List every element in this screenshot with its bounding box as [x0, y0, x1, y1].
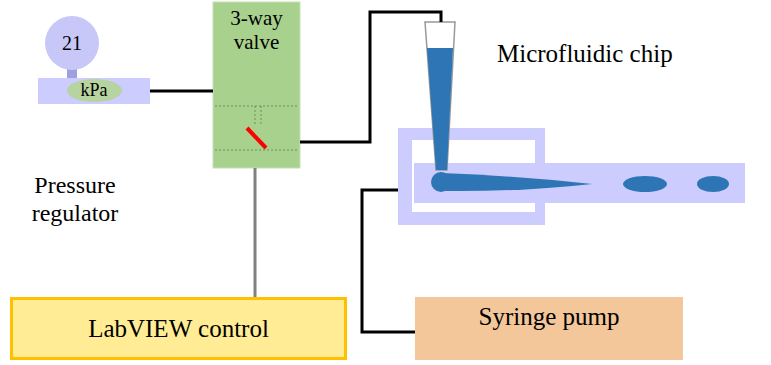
node-label: LabVIEW control	[88, 315, 269, 343]
valve-port-line	[215, 106, 298, 107]
droplet	[697, 176, 729, 192]
pipette-liquid	[427, 48, 453, 170]
valve-body	[213, 2, 300, 168]
connector-line	[254, 168, 257, 297]
node-label: Syringe pump	[479, 303, 620, 331]
pump-box: Syringe pump	[415, 297, 683, 360]
valve-switch	[247, 128, 266, 148]
gauge-dial: 21	[45, 16, 99, 70]
valve-port-line	[215, 150, 298, 151]
valve-port-line	[255, 106, 256, 126]
valve-box: 3-way valve	[213, 2, 300, 168]
connector-line	[362, 190, 415, 332]
pipette-tip	[425, 22, 455, 170]
node-caption: Pressure regulator	[13, 172, 137, 227]
valve-port-line	[261, 106, 262, 126]
connector-line	[300, 12, 441, 142]
control-box: LabVIEW control	[10, 297, 347, 360]
node-label: 21	[62, 32, 82, 55]
node-label: Microfluidic chip	[497, 40, 737, 68]
connector-line	[150, 90, 213, 93]
microfluidic-chip: Microfluidic chip	[398, 22, 745, 225]
liquid-stream	[441, 173, 592, 191]
node-label: 3-way valve	[213, 6, 300, 54]
node-label: kPa	[67, 79, 122, 102]
chip-channel	[414, 163, 745, 203]
droplet	[623, 176, 667, 192]
regulator-base: kPaPressure regulator	[38, 78, 150, 104]
